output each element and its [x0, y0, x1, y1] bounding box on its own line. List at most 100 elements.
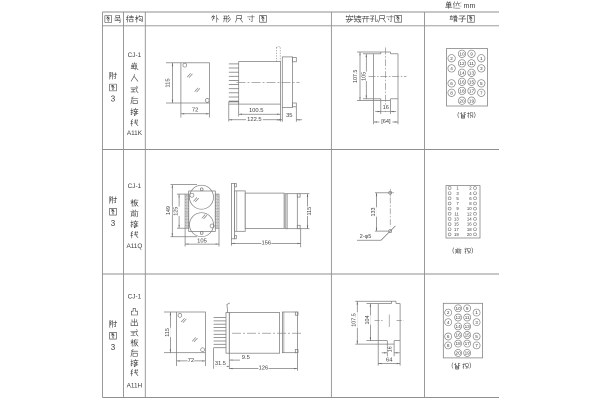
svg-text:20: 20 [459, 98, 465, 103]
svg-text:2: 2 [450, 56, 453, 61]
svg-text:17: 17 [454, 227, 459, 232]
svg-text:72: 72 [188, 358, 194, 364]
svg-text:mm: mm [464, 1, 476, 10]
svg-text:(: ( [451, 363, 453, 369]
svg-text:1: 1 [456, 186, 459, 191]
svg-text:16: 16 [388, 346, 394, 352]
svg-text:19: 19 [454, 232, 459, 237]
svg-text:12: 12 [455, 315, 461, 320]
svg-text:19: 19 [465, 351, 471, 356]
svg-text:13: 13 [469, 70, 475, 75]
svg-text:107.5: 107.5 [352, 313, 358, 327]
svg-text:(: ( [452, 248, 454, 254]
svg-text:104: 104 [365, 316, 371, 325]
svg-text:[64]: [64] [381, 119, 391, 125]
svg-text:4: 4 [450, 66, 453, 71]
svg-text:107.5: 107.5 [353, 70, 359, 84]
svg-text:14: 14 [455, 324, 461, 329]
svg-text:13: 13 [454, 217, 459, 222]
svg-text:12: 12 [459, 61, 465, 66]
svg-text:115: 115 [165, 328, 171, 337]
svg-text:CJ-1: CJ-1 [128, 52, 142, 59]
svg-text:A11K: A11K [127, 130, 143, 137]
svg-text:(: ( [457, 112, 459, 118]
svg-text:4: 4 [469, 191, 472, 196]
svg-text:4: 4 [447, 320, 450, 325]
svg-text:105: 105 [197, 239, 207, 245]
svg-text:16: 16 [459, 79, 465, 84]
svg-text:9: 9 [470, 51, 473, 56]
svg-text:7: 7 [475, 343, 478, 348]
svg-text:7: 7 [480, 90, 483, 95]
svg-text:35: 35 [286, 113, 292, 119]
svg-text:18: 18 [459, 89, 465, 94]
svg-text:CJ-1: CJ-1 [128, 294, 142, 301]
svg-text:133: 133 [371, 208, 377, 217]
svg-text:6: 6 [447, 334, 450, 339]
svg-text:1: 1 [475, 310, 478, 315]
svg-text:19: 19 [469, 98, 475, 103]
svg-text:7: 7 [456, 201, 459, 206]
svg-text:15: 15 [465, 333, 471, 338]
svg-text:15: 15 [469, 79, 475, 84]
svg-text:17: 17 [469, 89, 475, 94]
svg-text:13: 13 [465, 324, 471, 329]
svg-text:149: 149 [166, 206, 172, 215]
svg-text:3: 3 [475, 320, 478, 325]
svg-text:9: 9 [456, 206, 459, 211]
svg-text:8: 8 [447, 343, 450, 348]
svg-text:72: 72 [192, 108, 198, 114]
svg-text:2-φ5: 2-φ5 [360, 234, 372, 240]
svg-text:115: 115 [165, 78, 171, 87]
svg-text:9.5: 9.5 [242, 355, 250, 361]
svg-text:10: 10 [459, 51, 465, 56]
svg-text:156: 156 [261, 240, 271, 246]
svg-text:2: 2 [469, 186, 472, 191]
svg-text:5: 5 [480, 81, 483, 86]
svg-text:11: 11 [469, 61, 474, 66]
svg-text:10: 10 [467, 206, 472, 211]
svg-text:100.5: 100.5 [249, 108, 264, 114]
svg-text:8: 8 [450, 90, 453, 95]
svg-text:3: 3 [111, 219, 116, 228]
svg-text:12: 12 [467, 211, 472, 216]
svg-text:126: 126 [259, 366, 269, 372]
svg-text:5: 5 [475, 334, 478, 339]
svg-text:6: 6 [469, 196, 472, 201]
svg-text:16: 16 [383, 105, 389, 111]
svg-text:2: 2 [447, 310, 450, 315]
svg-text:): ) [471, 248, 473, 254]
svg-text:CJ-1: CJ-1 [128, 183, 142, 190]
svg-text:3: 3 [456, 191, 459, 196]
svg-text:11: 11 [454, 211, 459, 216]
svg-text:16: 16 [467, 222, 472, 227]
svg-text:122.5: 122.5 [247, 117, 262, 123]
svg-text:3: 3 [111, 95, 116, 104]
svg-text:11: 11 [465, 315, 470, 320]
svg-text:15: 15 [454, 222, 459, 227]
svg-text:14: 14 [459, 70, 465, 75]
svg-text:17: 17 [465, 341, 471, 346]
svg-text:31.5: 31.5 [215, 361, 226, 367]
svg-text:8: 8 [469, 201, 472, 206]
svg-text:115: 115 [307, 207, 313, 216]
svg-text:125: 125 [174, 207, 180, 216]
svg-text:): ) [469, 363, 471, 369]
svg-text:64: 64 [386, 358, 393, 364]
svg-text:16: 16 [455, 333, 461, 338]
svg-text:20: 20 [455, 351, 461, 356]
svg-text:10: 10 [455, 306, 461, 311]
svg-text:): ) [474, 112, 476, 118]
svg-text:3: 3 [111, 343, 116, 352]
svg-text:A11H: A11H [127, 383, 143, 390]
svg-text:9: 9 [466, 306, 469, 311]
svg-text:20: 20 [467, 232, 472, 237]
svg-text:105: 105 [362, 72, 368, 81]
svg-text::: : [460, 2, 462, 9]
svg-text:1: 1 [480, 56, 483, 61]
svg-text:18: 18 [455, 341, 461, 346]
svg-text:18: 18 [467, 227, 472, 232]
svg-text:5: 5 [456, 196, 459, 201]
svg-text:14: 14 [467, 217, 472, 222]
svg-text:A11Q: A11Q [126, 243, 142, 250]
